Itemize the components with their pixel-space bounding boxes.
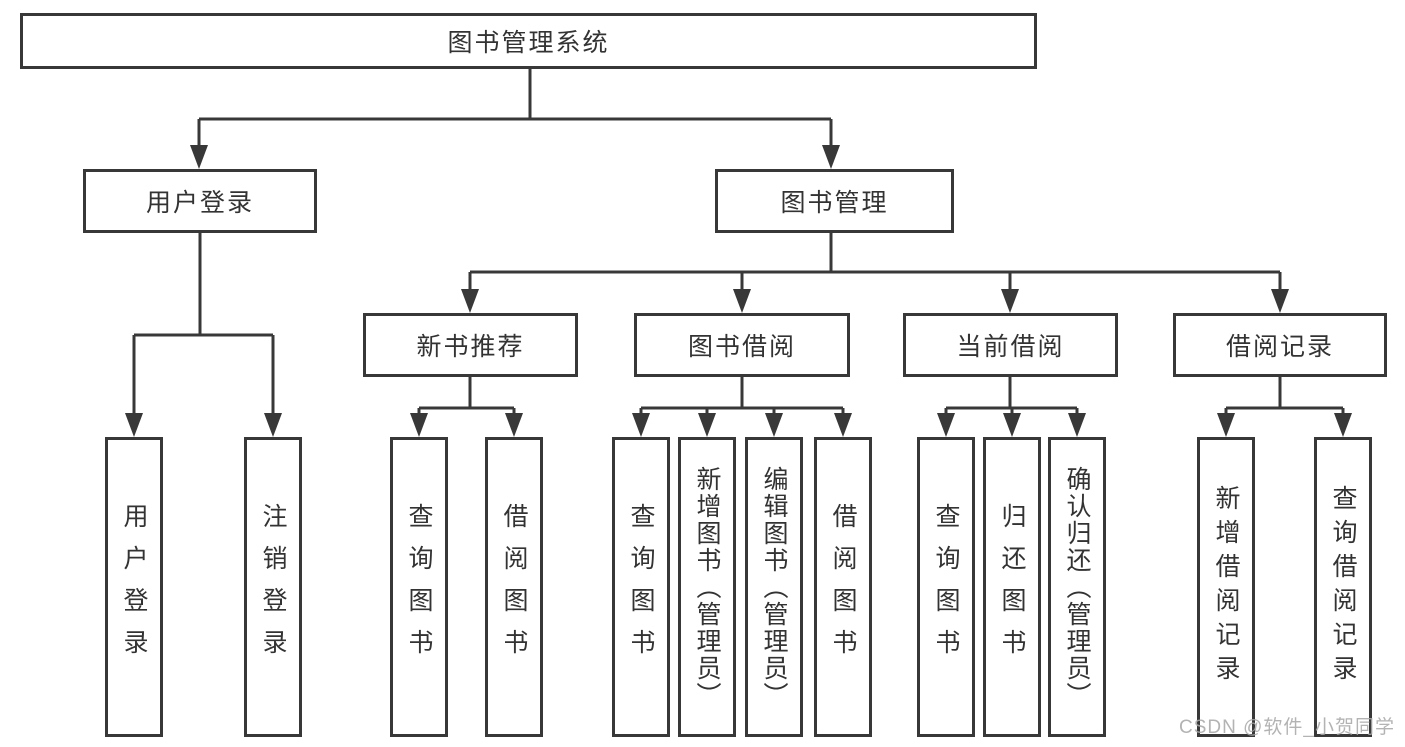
leaf-query-books-recommend: 查询图书 (390, 437, 448, 737)
node-root-label: 图书管理系统 (447, 29, 610, 57)
leaf-logout: 注销登录 (244, 437, 302, 737)
connector-lines (132, 68, 1345, 432)
leaf-edit-books-admin-label: 编辑图书（管理员） (760, 465, 788, 709)
leaf-return-books: 归还图书 (983, 437, 1041, 737)
arrowhead-icons (125, 145, 1352, 437)
node-user-login-label: 用户登录 (145, 189, 254, 217)
node-book-borrowing: 图书借阅 (634, 313, 850, 377)
node-book-management: 图书管理 (715, 169, 954, 233)
leaf-add-books-admin: 新增图书（管理员） (678, 437, 736, 737)
leaf-query-borrow-record-label: 查询借阅记录 (1329, 485, 1357, 689)
leaf-logout-label: 注销登录 (259, 503, 287, 671)
csdn-watermark: CSDN @软件_小贺同学 (1179, 717, 1395, 738)
leaf-return-books-label: 归还图书 (998, 503, 1026, 671)
leaf-query-borrow-record: 查询借阅记录 (1314, 437, 1372, 737)
leaf-confirm-return-admin: 确认归还（管理员） (1048, 437, 1106, 737)
leaf-borrow-books-recommend: 借阅图书 (485, 437, 543, 737)
leaf-query-books-borrowing: 查询图书 (612, 437, 670, 737)
leaf-query-books-recommend-label: 查询图书 (405, 503, 433, 671)
leaf-query-books-borrowing-label: 查询图书 (627, 503, 655, 671)
leaf-add-borrow-record-label: 新增借阅记录 (1212, 485, 1240, 689)
node-borrowing-records: 借阅记录 (1173, 313, 1387, 377)
leaf-add-borrow-record: 新增借阅记录 (1197, 437, 1255, 737)
node-new-book-recommend-label: 新书推荐 (416, 333, 525, 361)
leaf-add-books-admin-label: 新增图书（管理员） (693, 465, 721, 709)
leaf-user-login: 用户登录 (105, 437, 163, 737)
node-book-management-label: 图书管理 (780, 189, 889, 217)
node-current-borrowing-label: 当前借阅 (956, 333, 1065, 361)
node-current-borrowing: 当前借阅 (903, 313, 1118, 377)
node-book-borrowing-label: 图书借阅 (687, 333, 796, 361)
leaf-user-login-label: 用户登录 (120, 503, 148, 671)
node-root: 图书管理系统 (20, 13, 1037, 69)
leaf-query-books-current-label: 查询图书 (932, 503, 960, 671)
node-borrowing-records-label: 借阅记录 (1225, 333, 1334, 361)
node-user-login: 用户登录 (83, 169, 317, 233)
node-new-book-recommend: 新书推荐 (363, 313, 578, 377)
leaf-borrow-books-label: 借阅图书 (829, 503, 857, 671)
leaf-borrow-books: 借阅图书 (814, 437, 872, 737)
leaf-query-books-current: 查询图书 (917, 437, 975, 737)
leaf-borrow-books-recommend-label: 借阅图书 (500, 503, 528, 671)
leaf-edit-books-admin: 编辑图书（管理员） (745, 437, 803, 737)
leaf-confirm-return-admin-label: 确认归还（管理员） (1063, 465, 1091, 709)
